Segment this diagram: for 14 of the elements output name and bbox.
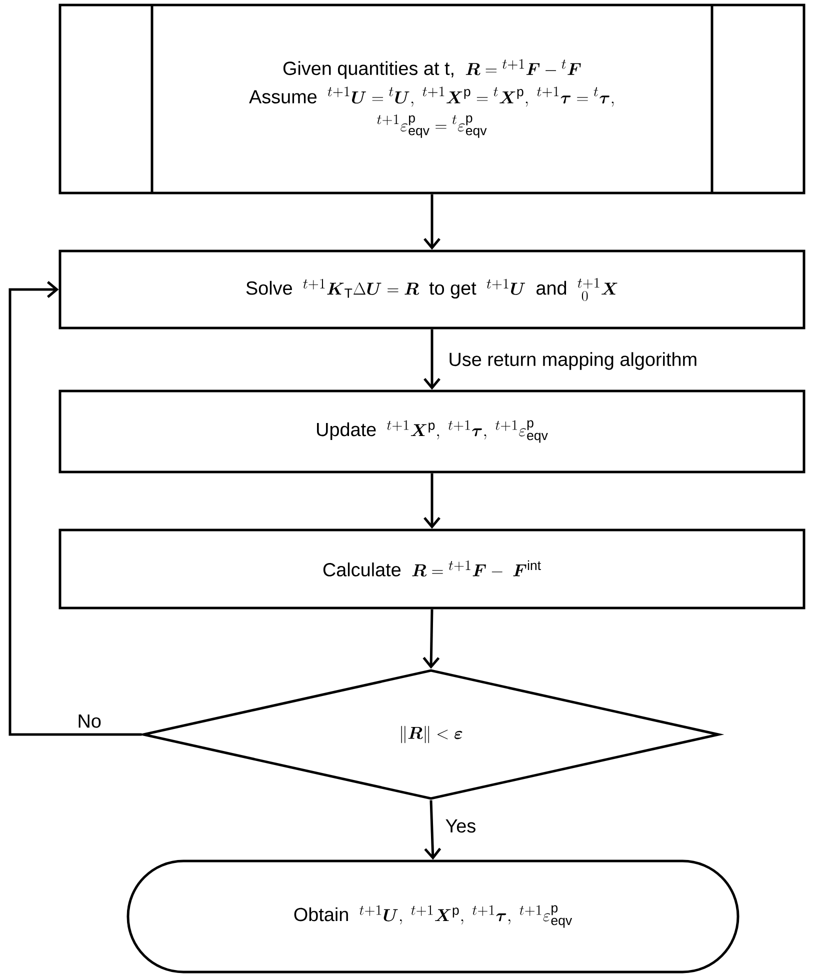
process-box: $\text{Solve }\; {}^{t+1}\boldsymbol{K}_{\mathrm{T}}\Delta\boldsymbol{U} = \boldsymbol{R}\;\text{ to get }\; {}^{t+1}\boldsymbol{U}\;\text{ and }\; {}^{t+1}_{\;0}\boldsymbol{X}$ [58, 250, 806, 330]
arrow [424, 194, 440, 250]
process-box: $\text{Update }\; {}^{t+1}\boldsymbol{X}^{\mathrm{p}},\; {}^{t+1}\boldsymbol{\tau},\; {}^{t+1}\varepsilon^{\mathrm{p}}_{\mathrm{eqv}}$ [58, 390, 806, 474]
edge-label: Yes [446, 819, 476, 833]
arrow [424, 800, 442, 860]
arrow [424, 329, 440, 390]
terminal-box: $\text{Obtain }\; {}^{t+1}\boldsymbol{U},\; {}^{t+1}\boldsymbol{X}^{\mathrm{p}},\; {}^{t+1}\boldsymbol{\tau},\; {}^{t+1}\varepsilon^{\mathrm{p}}_{\mathrm{eqv}}$ [126, 860, 740, 974]
edge-label: No [78, 714, 101, 728]
arrow [422, 609, 440, 669]
process-box: $\text{Calculate }\; \boldsymbol{R} = {}^{t+1}\boldsymbol{F} -\; \boldsymbol{F}^{\mathrm{int}}$ [58, 528, 806, 610]
predefined-process-box: $\text{Given quantities at t, }\; \boldsymbol{R} = {}^{t+1}\boldsymbol{F} - {}^{t}\boldsymbol{F}$ $\begin{gathered}\text{Assume }\; {}^{t+1}\boldsymbol{U} = {}^{t}\boldsymbol{U},\; {}^{t+1}\boldsymbol{X}^{\mathrm{p}} = {}^{t}\boldsymbol{X}^{\mathrm{p}},\; {}^{t+1}\boldsymbol{\tau} = {}^{t}\boldsymbol{\tau},\\ {}^{t+1}\varepsilon^{\mathrm{p}}_{\mathrm{eqv}} = {}^{t}\varepsilon^{\mathrm{p}}_{\mathrm{eqv}}\end{gathered}$ [58, 4, 806, 194]
arrow [424, 473, 440, 529]
edge-label: Use return mapping algorithm [450, 352, 696, 370]
arrow [8, 281, 142, 736]
